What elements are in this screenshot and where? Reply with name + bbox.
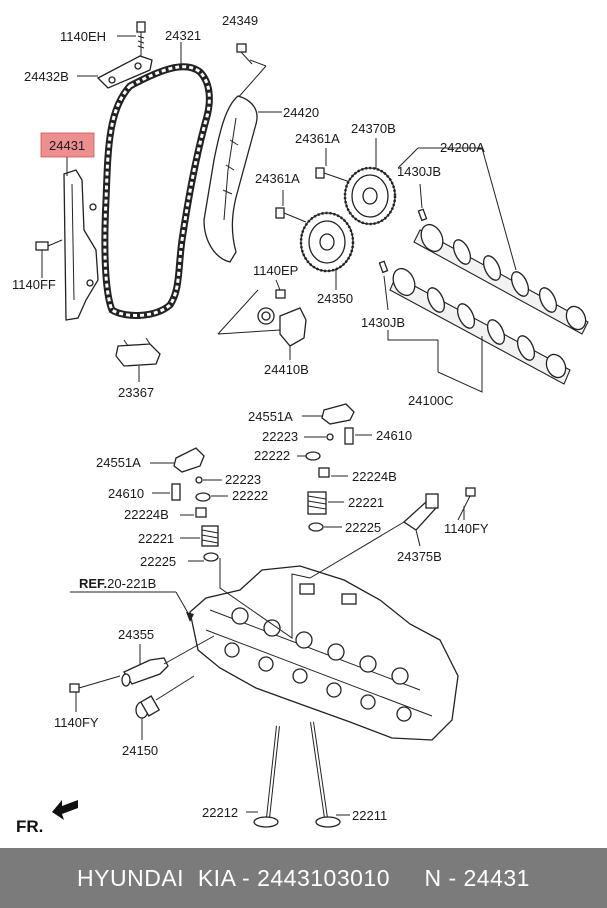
label-22212: 22212 — [202, 805, 238, 820]
intake-valve-22212 — [253, 725, 280, 828]
label-24610-lower: 24610 — [108, 486, 144, 501]
label-1140fy-right: 1140FY — [444, 521, 489, 536]
label-ref-value: 20-221B — [107, 576, 156, 591]
highlight-box — [40, 132, 95, 158]
label-24200a: 24200A — [440, 140, 485, 155]
oil-seal-22225-upper — [308, 522, 324, 532]
bolt-24361a-lower — [275, 207, 307, 223]
pin-1430jb-lower — [378, 260, 389, 274]
bolt-1140fy-right — [457, 487, 476, 521]
label-23367: 23367 — [118, 385, 154, 400]
bolt-24361a-upper — [315, 167, 351, 183]
label-22221-lower: 22221 — [138, 531, 174, 546]
lash-adjuster-24610-lower — [171, 483, 181, 501]
label-ref-prefix: REF. — [79, 576, 107, 591]
plug-24150 — [135, 695, 161, 719]
label-front: FR. — [16, 817, 43, 836]
label-24432b: 24432B — [24, 69, 69, 84]
label-24350: 24350 — [317, 291, 353, 306]
parts-diagram: 1140EH 24321 24349 24432B 24420 24431 24… — [12, 13, 589, 836]
label-1140eh: 1140EH — [60, 29, 106, 44]
bolt-1140eh — [136, 21, 146, 58]
footer-text: HYUNDAI KIA - 2443103010 N - 24431 — [77, 864, 530, 891]
bolt-1140ff — [35, 241, 49, 270]
label-1140ep: 1140EP — [253, 263, 298, 278]
label-24610-upper: 24610 — [376, 428, 412, 443]
label-22223-lower: 22223 — [225, 472, 261, 487]
camshaft-24100c — [389, 267, 571, 385]
label-24349: 24349 — [222, 13, 258, 28]
chain-tensioner-24410b — [257, 289, 307, 347]
label-22223-upper: 22223 — [262, 429, 298, 444]
valve-spring-22221-lower — [201, 525, 219, 547]
label-22222-upper: 22222 — [254, 448, 290, 463]
bolt-1140fy-left — [69, 675, 121, 693]
cam-sensor-24355 — [121, 657, 169, 687]
label-1430jb-lower: 1430JB — [361, 315, 405, 330]
label-24420: 24420 — [283, 105, 319, 120]
cylinder-head — [189, 565, 459, 741]
label-24361a-upper: 24361A — [295, 131, 340, 146]
footer-bar: HYUNDAI KIA - 2443103010 N - 24431 — [0, 848, 607, 908]
camshaft-24200a — [413, 223, 589, 335]
rocker-arm-24551a-upper — [321, 403, 355, 425]
label-24321: 24321 — [165, 28, 201, 43]
valve-key-22223-upper — [326, 433, 334, 441]
label-24431: 24431 — [49, 138, 85, 153]
label-22221-upper: 22221 — [348, 495, 384, 510]
label-24410b: 24410B — [264, 362, 309, 377]
label-1140fy-left: 1140FY — [54, 715, 99, 730]
valve-spring-22221-upper — [307, 491, 327, 515]
tensioner-arm-24420 — [203, 95, 258, 263]
chain-guide-24431 — [63, 156, 99, 321]
cam-sprocket-24370b — [343, 166, 397, 226]
timing-chain-24321 — [101, 63, 213, 319]
label-24355: 24355 — [118, 627, 154, 642]
oil-seal-22225-lower — [203, 552, 219, 562]
label-24375b: 24375B — [397, 549, 442, 564]
front-arrow-icon — [52, 800, 78, 820]
label-22225-upper: 22225 — [345, 520, 381, 535]
valve-key-22223-lower — [195, 476, 203, 484]
label-22224b-lower: 22224B — [124, 507, 169, 522]
label-24551a-lower: 24551A — [96, 455, 141, 470]
oil-control-valve-24375b — [402, 493, 439, 531]
cam-sprocket-24350 — [299, 211, 355, 273]
valve-seat-22222-upper — [305, 451, 321, 461]
retainer-22224b-lower — [195, 507, 207, 518]
label-22222-lower: 22222 — [232, 488, 268, 503]
chain-guide-24432b — [96, 55, 153, 89]
bracket-23367 — [115, 337, 161, 367]
retainer-22224b-upper — [318, 467, 330, 478]
bolt-24349 — [236, 43, 253, 65]
label-22224b-upper: 22224B — [352, 469, 397, 484]
label-ref: REF.20-221B — [79, 576, 156, 591]
label-22225-lower: 22225 — [140, 554, 176, 569]
valve-seat-22222-lower — [195, 492, 211, 502]
label-24100c: 24100C — [408, 393, 454, 408]
lash-adjuster-24610-upper — [344, 427, 354, 445]
label-24551a-upper: 24551A — [248, 409, 293, 424]
rocker-arm-24551a-lower — [173, 447, 205, 473]
label-24150: 24150 — [122, 743, 158, 758]
label-24361a-lower: 24361A — [255, 171, 300, 186]
pin-1430jb-upper — [417, 208, 428, 222]
label-22211: 22211 — [352, 808, 387, 823]
label-1140ff: 1140FF — [12, 277, 56, 292]
exhaust-valve-22211 — [310, 721, 341, 828]
label-1430jb-upper: 1430JB — [397, 164, 441, 179]
label-24370b: 24370B — [351, 121, 396, 136]
